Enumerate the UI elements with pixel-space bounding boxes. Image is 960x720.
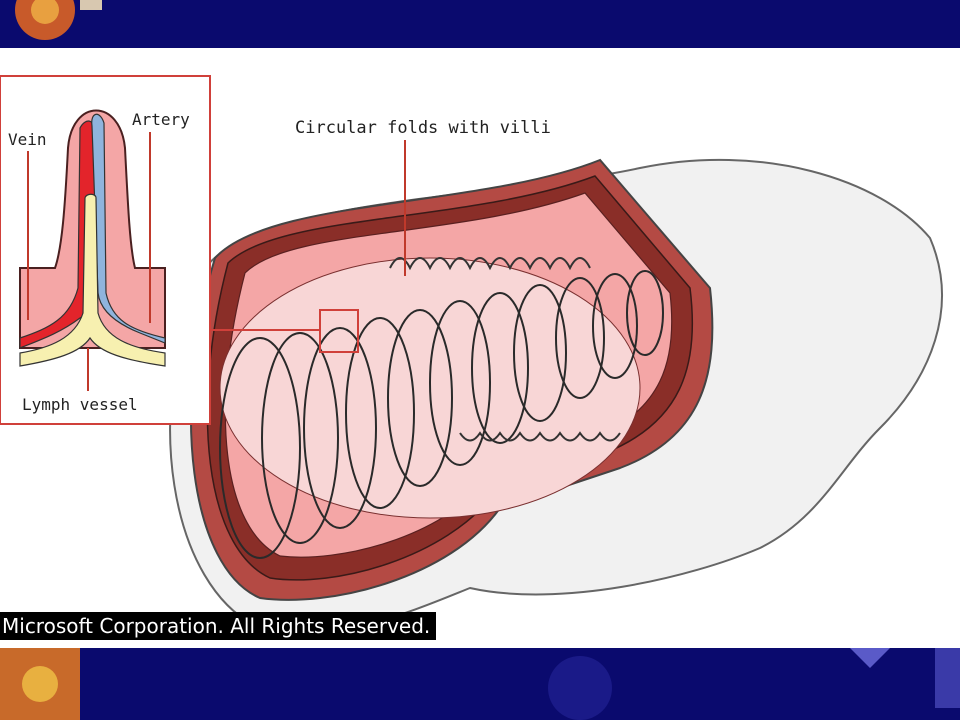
villus-inset: Vein Artery Lymph vessel: [0, 75, 211, 425]
label-vein: Vein: [8, 130, 47, 149]
artery-vessel: [91, 113, 166, 344]
copyright-credit: Microsoft Corporation. All Rights Reserv…: [0, 612, 437, 640]
gear-decoration-icon: [0, 648, 80, 720]
label-lymph-vessel: Lymph vessel: [22, 395, 138, 414]
intestine-diagram: Circular folds with villi Vein Artery Ly…: [0, 75, 943, 635]
gear-decoration-icon: [548, 656, 612, 720]
gear-decoration-icon: [15, 0, 102, 40]
label-artery: Artery: [132, 110, 190, 129]
gear-decoration-icon: [850, 648, 960, 708]
label-circular-folds: Circular folds with villi: [295, 118, 551, 138]
fold-wave: [389, 257, 591, 271]
lymph-vessel-shape: [19, 193, 166, 367]
top-decorative-band: [0, 0, 960, 48]
fold-wave-bottom: [459, 431, 621, 442]
circular-folds: [219, 270, 664, 559]
diagram-panel: Circular folds with villi Vein Artery Ly…: [0, 48, 960, 648]
bottom-decorative-band: [0, 648, 960, 720]
